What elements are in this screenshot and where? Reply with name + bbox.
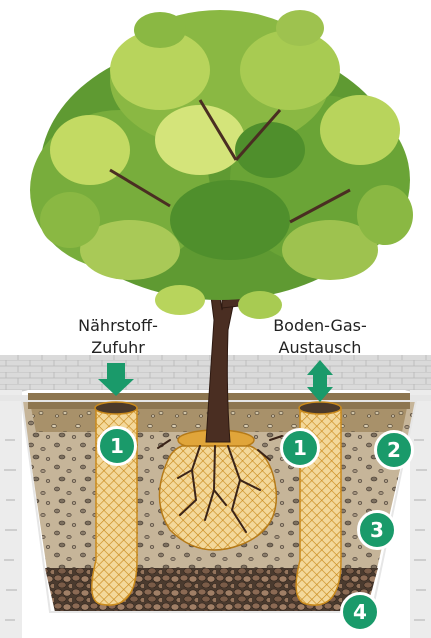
soil-gas-exchange-label-line1: Boden-Gas- [265, 315, 375, 337]
nutrient-supply-label-line1: Nährstoff- [63, 315, 173, 337]
badge-layer-middle: 3 [357, 510, 397, 550]
soil-gas-exchange-label-line2: Austausch [265, 337, 375, 359]
nutrient-supply-label-line2: Zufuhr [63, 337, 173, 359]
tree-canopy [30, 10, 413, 319]
soil-gas-exchange-label: Boden-Gas- Austausch [265, 315, 375, 359]
badge-tube-right: 1 [280, 428, 320, 468]
badge-tube-left: 1 [97, 426, 137, 466]
badge-layer-bottom: 4 [340, 592, 380, 632]
badge-layer-top: 2 [374, 430, 414, 470]
nutrient-supply-label: Nährstoff- Zufuhr [63, 315, 173, 359]
